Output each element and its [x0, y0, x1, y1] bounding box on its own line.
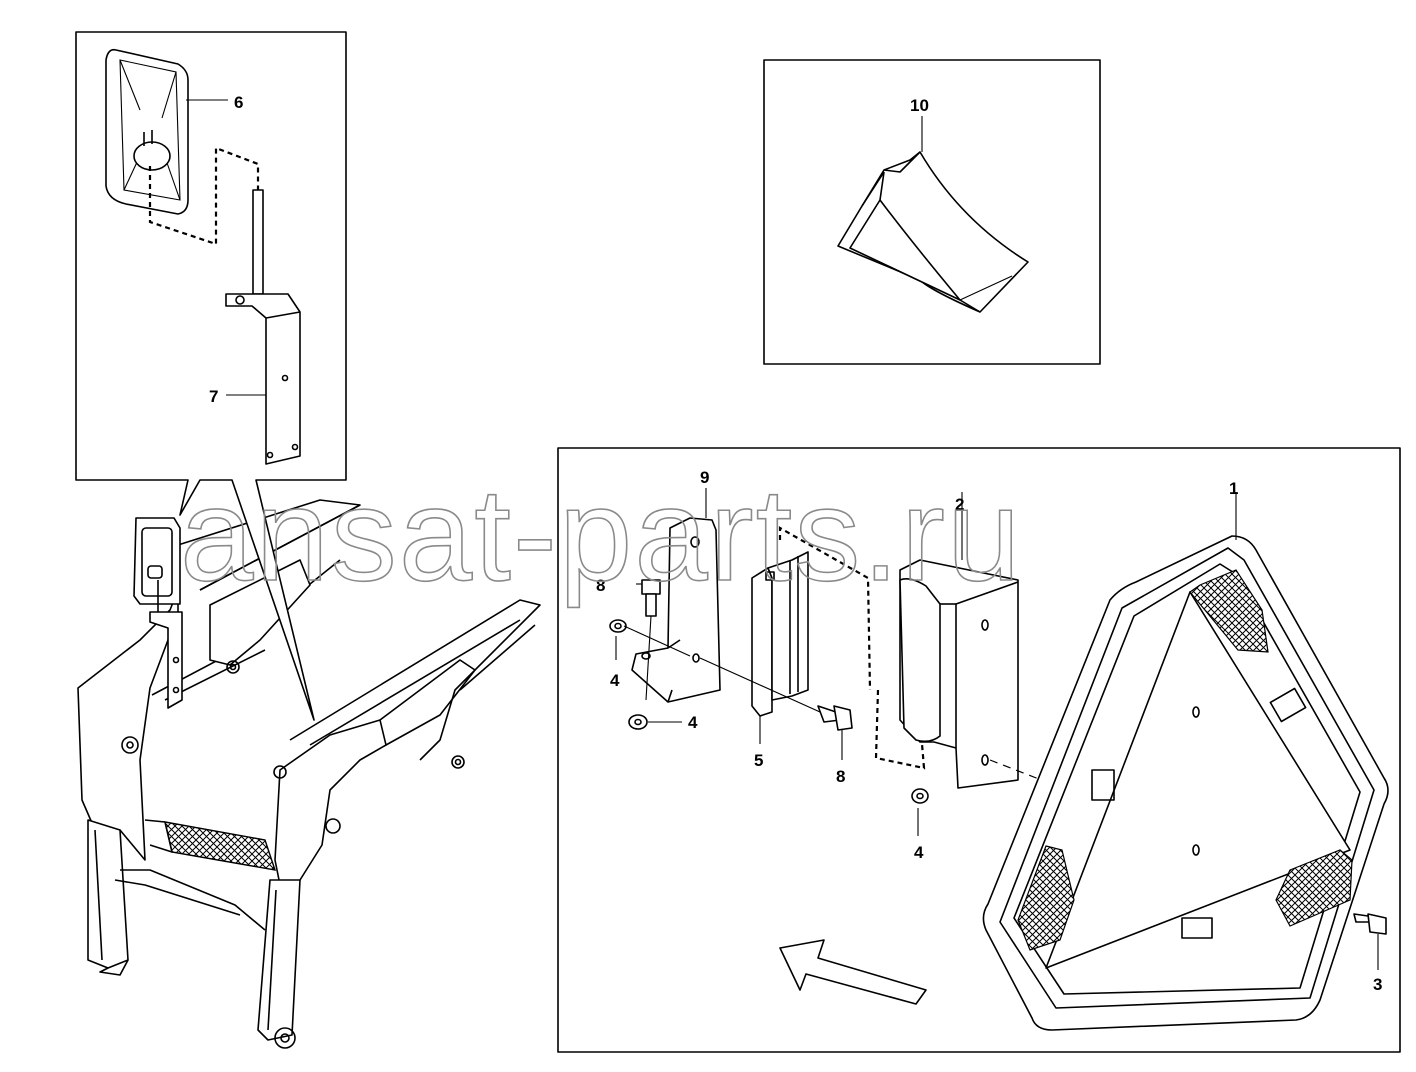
callout-3: 3	[1373, 975, 1382, 994]
callout-4-lower: 4	[688, 713, 698, 732]
mirror-detail-box	[75, 31, 347, 721]
wheel-chock-box	[763, 59, 1101, 365]
callout-7: 7	[209, 387, 218, 406]
callout-4-upper: 4	[610, 671, 620, 690]
callout-10: 10	[910, 96, 929, 115]
callout-1: 1	[1229, 479, 1238, 498]
watermark: ansat-parts.ru	[180, 461, 1022, 608]
callout-8-upper: 8	[596, 576, 605, 595]
callout-6: 6	[234, 93, 243, 112]
callout-5: 5	[754, 751, 763, 770]
callout-8-lower: 8	[836, 767, 845, 786]
loader-frame-illustration	[77, 499, 541, 1049]
callout-4-mount: 4	[914, 843, 924, 862]
callout-9: 9	[700, 468, 709, 487]
callout-2: 2	[955, 495, 964, 514]
smv-assembly-box	[557, 447, 1401, 1053]
